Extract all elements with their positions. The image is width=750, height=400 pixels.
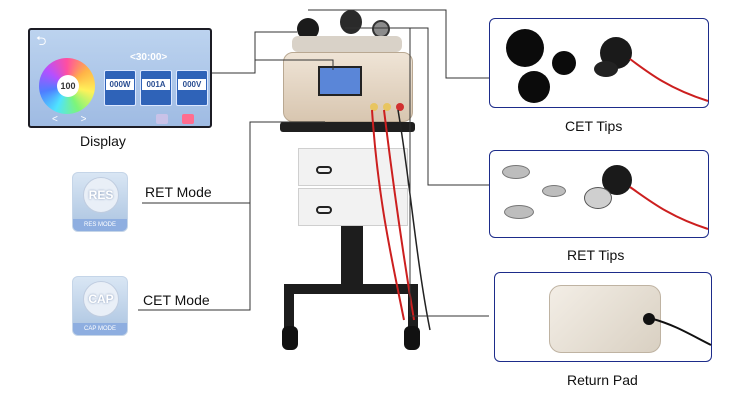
ret-cable — [629, 186, 709, 230]
return-pad-icon — [549, 285, 661, 353]
display-leader — [254, 59, 334, 73]
tile-current: 001A — [140, 70, 172, 106]
pad-cable — [652, 318, 712, 346]
display-label: Display — [80, 133, 126, 149]
display-screen: ⮌ 100 <30:00> 000W 001A 000V < > — [28, 28, 212, 128]
stand-base — [288, 284, 418, 294]
cet-mode-card: CAP CAP MODE — [72, 276, 128, 336]
play-icon — [182, 114, 194, 124]
ret-tip-icon — [504, 205, 534, 219]
tile-voltage: 000V — [176, 70, 208, 106]
black-cable — [397, 109, 431, 331]
machine-tray — [280, 122, 415, 132]
ret-tips-box — [489, 150, 709, 238]
tile-power: 000W — [104, 70, 136, 106]
display-timer: <30:00> — [130, 52, 168, 63]
cet-tips-label: CET Tips — [565, 118, 623, 134]
back-arrow-icon: ⮌ — [36, 33, 47, 48]
cet-mode-label: CET Mode — [143, 292, 210, 308]
pause-icon — [156, 114, 168, 124]
stand-leg — [408, 284, 418, 330]
cap-icon: CAP — [83, 281, 119, 317]
return-pad-label: Return Pad — [567, 372, 638, 388]
dial-value: 100 — [57, 75, 79, 97]
wheel-icon — [282, 326, 298, 350]
ret-tips-label: RET Tips — [567, 247, 625, 263]
res-mode-strip: RES MODE — [73, 219, 127, 231]
machine-screen — [318, 66, 362, 96]
drawer-handle-icon — [316, 206, 332, 214]
socket-icon — [396, 103, 404, 111]
return-pad-leader — [345, 27, 489, 317]
socket-icon — [370, 103, 378, 111]
pad-connector-icon — [643, 313, 655, 325]
cet-probe-icon — [297, 18, 319, 40]
socket-icon — [383, 103, 391, 111]
ret-tips-leader — [392, 27, 489, 186]
wheel-icon — [404, 326, 420, 350]
red-cable — [371, 109, 405, 321]
cap-mode-strip: CAP MODE — [73, 323, 127, 335]
display-leader — [212, 31, 297, 74]
stand-leg — [284, 284, 294, 330]
cet-handle-head-icon — [594, 61, 618, 77]
cet-cable — [629, 58, 709, 102]
ret-mode-label: RET Mode — [145, 184, 212, 200]
ret-handle-head-icon — [584, 187, 612, 209]
res-icon: RES — [83, 177, 119, 213]
stand-pole — [341, 226, 363, 286]
ret-mode-card: RES RES MODE — [72, 172, 128, 232]
cet-tip-small-icon — [552, 51, 576, 75]
probe-holder — [292, 36, 402, 52]
color-dial: 100 — [39, 58, 95, 114]
cet-tip-large-icon — [506, 29, 544, 67]
cet-leader — [138, 200, 251, 311]
ret-tip-icon — [502, 165, 530, 179]
display-arrows: < > — [52, 114, 97, 125]
cet-tip-medium-icon — [518, 71, 550, 103]
ret-tip-icon — [542, 185, 566, 197]
cet-tips-leader — [308, 9, 489, 79]
return-pad-box — [494, 272, 712, 362]
cet-tips-box — [489, 18, 709, 108]
drawer-handle-icon — [316, 166, 332, 174]
ret-leader — [142, 121, 325, 204]
